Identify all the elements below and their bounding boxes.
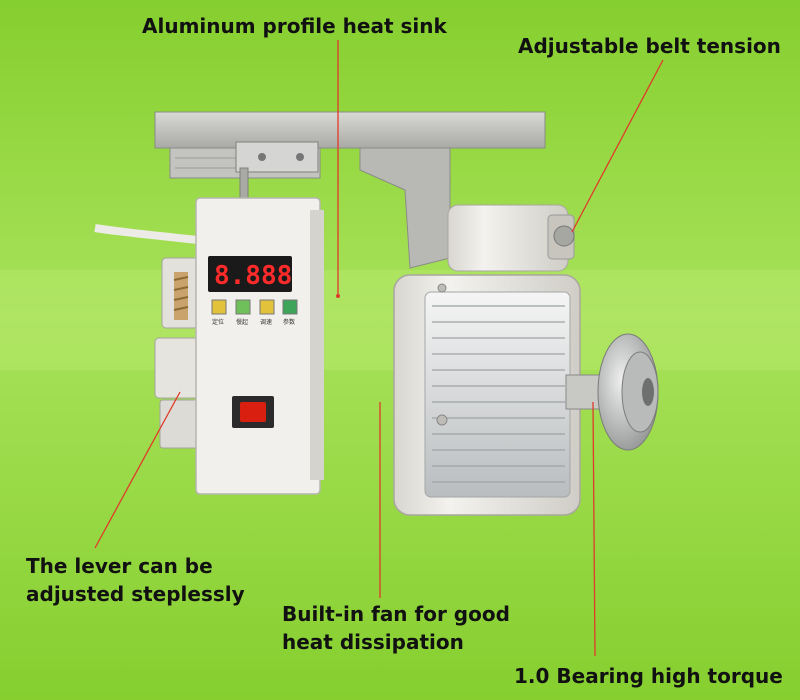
pulley [565,333,659,451]
speed-lever [154,257,201,449]
callout-lever: The lever can be adjusted steplessly [26,552,245,608]
power-switch-rocker [240,402,266,422]
callout-belt-tension: Adjustable belt tension [518,34,781,58]
button-label-2: 慢起 [236,318,248,326]
button-slow-start[interactable] [235,299,251,315]
heat-sink-bracket [154,111,546,269]
button-position[interactable] [211,299,227,315]
led-display-value: 8.888 [214,261,292,291]
motor-body [393,274,581,516]
led-display [208,256,292,292]
button-speed[interactable] [259,299,275,315]
callout-lever-line1: The lever can be [26,554,213,578]
power-cable [94,224,199,244]
leader-lines [94,40,664,657]
callout-bearing: 1.0 Bearing high torque [514,664,783,688]
panel-buttons: 定位 慢起 调速 参数 [211,299,298,326]
callout-heat-sink: Aluminum profile heat sink [142,14,447,38]
button-param[interactable] [282,299,298,315]
callout-fan: Built-in fan for good heat dissipation [282,600,510,656]
belt-tension-bolt [553,225,575,247]
button-label-3: 调速 [260,318,272,326]
control-box: 8.888 定位 慢起 调速 参数 [195,197,324,495]
button-label-1: 定位 [212,318,224,326]
leader-dot [336,294,340,298]
motor-hub [447,204,575,272]
leader-lever [94,391,181,549]
callout-fan-line1: Built-in fan for good [282,602,510,626]
leader-bearing [592,401,596,657]
button-label-4: 参数 [283,318,295,326]
leader-belt-tension [571,59,664,233]
callout-lever-line2: adjusted steplessly [26,582,245,606]
callout-fan-line2: heat dissipation [282,630,464,654]
